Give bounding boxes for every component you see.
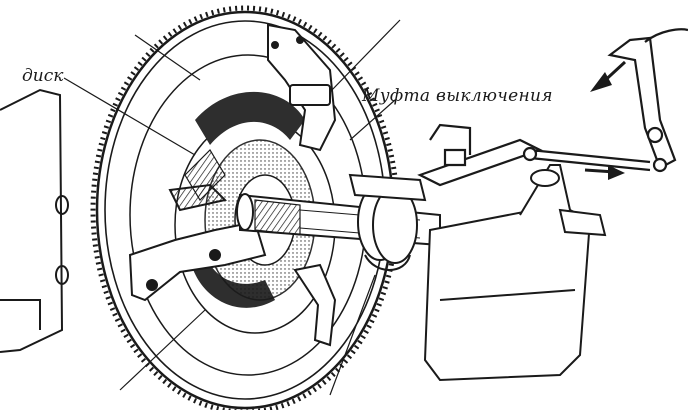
pressure-plate-bracket	[128, 183, 267, 302]
clutch-linkage	[417, 123, 651, 187]
leader-lines	[63, 19, 401, 396]
gearbox-housing	[423, 164, 607, 382]
motion-arrow-right-icon	[584, 165, 625, 180]
release-coupling	[348, 173, 427, 271]
motion-arrow-up-icon	[590, 60, 627, 92]
release-fork	[267, 23, 337, 347]
pedal-lever	[607, 28, 688, 173]
disc-label: диск	[22, 66, 64, 86]
release-coupling-label: Муфта выключения	[362, 86, 553, 106]
engine-housing	[0, 88, 69, 353]
